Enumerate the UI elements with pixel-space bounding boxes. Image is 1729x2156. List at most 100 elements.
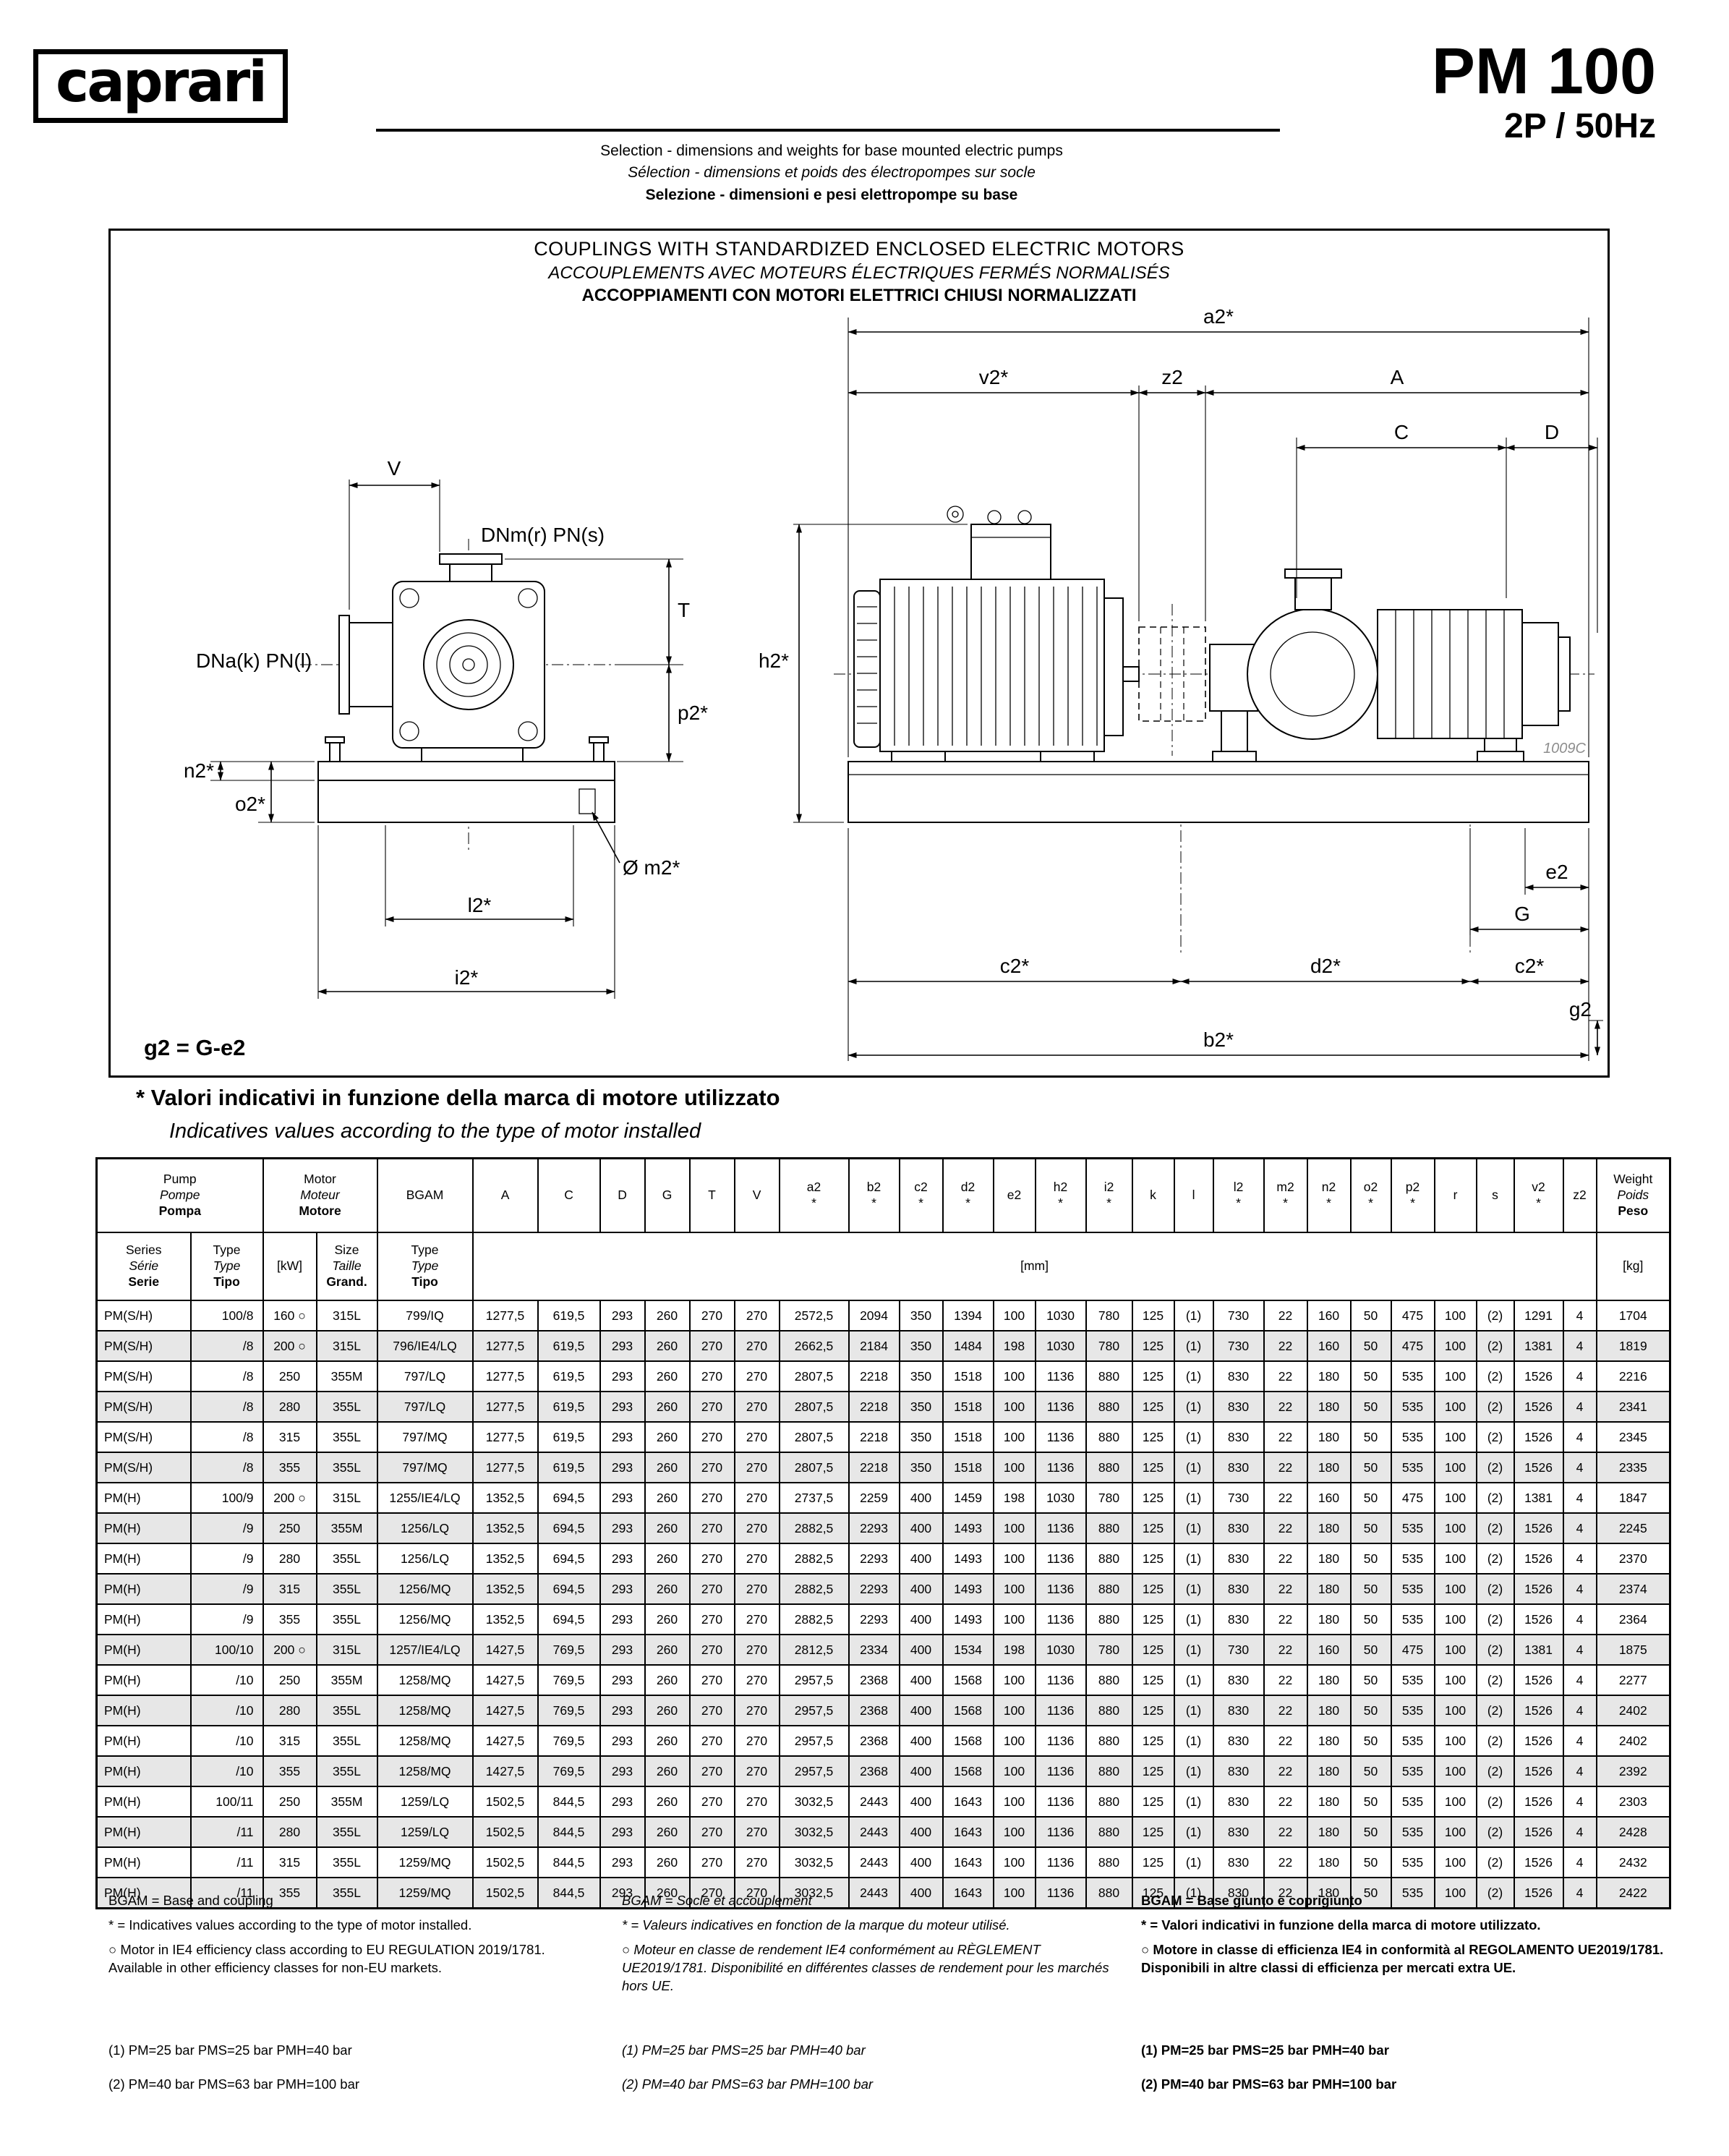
table-cell: 1277,5 bbox=[471, 1391, 539, 1423]
table-cell: 2957,5 bbox=[778, 1664, 850, 1696]
table-cell: /8 bbox=[189, 1330, 264, 1362]
table-cell: 270 bbox=[733, 1846, 780, 1878]
model-name: PM 100 bbox=[1431, 35, 1656, 108]
table-cell: 22 bbox=[1263, 1391, 1308, 1423]
table-cell: 293 bbox=[599, 1664, 646, 1696]
table-cell: 830 bbox=[1212, 1786, 1265, 1818]
table-cell: 315L bbox=[315, 1634, 378, 1666]
table-cell: 797/LQ bbox=[376, 1360, 474, 1392]
table-cell: 270 bbox=[688, 1664, 735, 1696]
dim-label-T: T bbox=[678, 599, 690, 621]
table-cell: 2218 bbox=[848, 1452, 900, 1483]
dimension-labels: a2* v2* z2 A C D h2* e2 G c2* d2* c2* b2… bbox=[144, 305, 1592, 1060]
table-cell: 1258/MQ bbox=[376, 1664, 474, 1696]
table-cell: (2) bbox=[1475, 1755, 1515, 1787]
pressure-note: (2) PM=40 bar PMS=63 bar PMH=100 bar bbox=[1141, 2076, 1397, 2092]
table-cell: 1526 bbox=[1513, 1755, 1564, 1787]
table-cell: 100 bbox=[992, 1877, 1036, 1909]
table-cell: /9 bbox=[189, 1543, 264, 1575]
table-cell: 270 bbox=[733, 1482, 780, 1514]
table-cell: 2807,5 bbox=[778, 1391, 850, 1423]
subtitle-fr: Sélection - dimensions et poids des élec… bbox=[628, 164, 1036, 182]
table-cell: (2) bbox=[1475, 1816, 1515, 1848]
table-cell: 125 bbox=[1131, 1603, 1175, 1635]
table-cell: 880 bbox=[1085, 1725, 1133, 1757]
table-cell: 293 bbox=[599, 1452, 646, 1483]
table-cell: (1) bbox=[1173, 1573, 1214, 1605]
indicative-note-it: * Valori indicativi in funzione della ma… bbox=[136, 1085, 780, 1110]
table-cell: 4 bbox=[1562, 1755, 1597, 1787]
dim-label-c2-right: c2* bbox=[1515, 955, 1545, 977]
table-cell: 1704 bbox=[1595, 1300, 1671, 1331]
table-cell: PM(H) bbox=[95, 1512, 192, 1544]
table-cell: 799/IQ bbox=[376, 1300, 474, 1331]
table-cell: 475 bbox=[1390, 1634, 1435, 1666]
table-cell: 2259 bbox=[848, 1482, 900, 1514]
table-cell: (2) bbox=[1475, 1330, 1515, 1362]
table-cell: 100 bbox=[992, 1695, 1036, 1726]
table-cell: 100 bbox=[1433, 1421, 1477, 1453]
dim-label-V: V bbox=[388, 457, 401, 480]
table-cell: 730 bbox=[1212, 1300, 1265, 1331]
table-cell: 355M bbox=[315, 1786, 378, 1818]
table-cell: 830 bbox=[1212, 1452, 1265, 1483]
table-cell: (1) bbox=[1173, 1725, 1214, 1757]
table-cell: 880 bbox=[1085, 1816, 1133, 1848]
table-cell: 50 bbox=[1349, 1695, 1392, 1726]
table-cell: 1643 bbox=[942, 1846, 994, 1878]
table-cell: 1875 bbox=[1595, 1634, 1671, 1666]
header-dim-A: A bbox=[471, 1157, 539, 1233]
table-cell: 125 bbox=[1131, 1452, 1175, 1483]
table-cell: 200 ○ bbox=[262, 1482, 317, 1514]
table-cell: 270 bbox=[688, 1452, 735, 1483]
table-cell: 355L bbox=[315, 1603, 378, 1635]
table-cell: 180 bbox=[1306, 1877, 1352, 1909]
table-cell: 180 bbox=[1306, 1360, 1352, 1392]
table-cell: 355 bbox=[262, 1755, 317, 1787]
table-cell: 1136 bbox=[1034, 1725, 1087, 1757]
table-cell: 1502,5 bbox=[471, 1846, 539, 1878]
table-cell: (2) bbox=[1475, 1664, 1515, 1696]
table-cell: 2402 bbox=[1595, 1695, 1671, 1726]
table-cell: 1526 bbox=[1513, 1360, 1564, 1392]
table-cell: 355L bbox=[315, 1755, 378, 1787]
dim-label-g2: g2 bbox=[1569, 998, 1592, 1021]
table-cell: 270 bbox=[688, 1786, 735, 1818]
table-cell: 315 bbox=[262, 1573, 317, 1605]
table-cell: PM(H) bbox=[95, 1786, 192, 1818]
table-cell: 619,5 bbox=[537, 1421, 601, 1453]
table-cell: 1518 bbox=[942, 1360, 994, 1392]
table-cell: 880 bbox=[1085, 1846, 1133, 1878]
table-cell: (2) bbox=[1475, 1421, 1515, 1453]
table-cell: PM(H) bbox=[95, 1634, 192, 1666]
table-cell: (2) bbox=[1475, 1573, 1515, 1605]
table-cell: 1568 bbox=[942, 1755, 994, 1787]
table-cell: 2807,5 bbox=[778, 1360, 850, 1392]
dim-label-c2-left: c2* bbox=[1000, 955, 1030, 977]
table-cell: 270 bbox=[688, 1695, 735, 1726]
table-cell: 270 bbox=[688, 1330, 735, 1362]
table-cell: 769,5 bbox=[537, 1695, 601, 1726]
table-cell: 100/11 bbox=[189, 1786, 264, 1818]
table-cell: /8 bbox=[189, 1452, 264, 1483]
pressure-notes-fr: (1) PM=25 bar PMS=25 bar PMH=40 bar (2) … bbox=[622, 2043, 873, 2111]
table-cell: 22 bbox=[1263, 1330, 1308, 1362]
table-cell: 3032,5 bbox=[778, 1816, 850, 1848]
table-cell: 100 bbox=[1433, 1300, 1477, 1331]
table-cell: 844,5 bbox=[537, 1877, 601, 1909]
table-cell: 293 bbox=[599, 1846, 646, 1878]
table-cell: 315 bbox=[262, 1421, 317, 1453]
table-cell: 535 bbox=[1390, 1391, 1435, 1423]
table-cell: 2812,5 bbox=[778, 1634, 850, 1666]
table-cell: 830 bbox=[1212, 1755, 1265, 1787]
table-cell: 260 bbox=[644, 1877, 691, 1909]
table-cell: 1518 bbox=[942, 1391, 994, 1423]
table-cell: 1136 bbox=[1034, 1421, 1087, 1453]
table-cell: 4 bbox=[1562, 1695, 1597, 1726]
